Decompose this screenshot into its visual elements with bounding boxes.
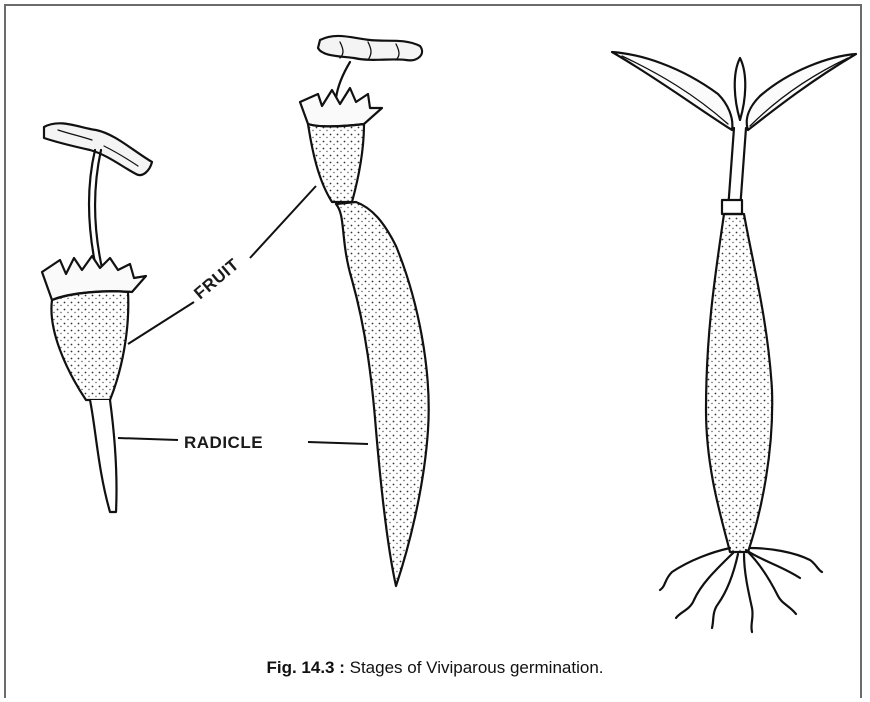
stage-3-terminal-bud xyxy=(735,58,746,120)
fruit-leader-to-stage-1 xyxy=(128,302,194,344)
figure-caption: Fig. 14.3 : Stages of Viviparous germina… xyxy=(0,658,870,678)
radicle-label: RADICLE xyxy=(184,433,263,452)
stage-2-fruit xyxy=(308,124,364,202)
stage-3-hypocotyl xyxy=(706,214,772,552)
fruit-leader-to-stage-2 xyxy=(250,186,316,258)
leader-lines xyxy=(118,186,368,444)
stage-2-radicle xyxy=(336,202,429,586)
fruit-label: FRUIT xyxy=(190,255,243,303)
stage-1-seedling xyxy=(42,123,152,512)
stage-3-roots xyxy=(660,548,822,632)
stage-2-calyx xyxy=(300,88,382,126)
stage-3-stem xyxy=(728,128,746,210)
stage-3-left-leaf xyxy=(612,52,732,130)
stage-1-radicle xyxy=(90,400,117,512)
stage-3-right-leaf xyxy=(747,54,856,130)
figure-number: Fig. 14.3 : xyxy=(266,658,344,677)
figure-caption-text: Stages of Viviparous germination. xyxy=(345,658,604,677)
stage-2-seedling xyxy=(300,36,429,586)
radicle-leader-to-stage-1 xyxy=(118,438,178,440)
stage-1-fruit xyxy=(51,291,128,400)
radicle-leader-to-stage-2 xyxy=(308,442,368,444)
stage-3-seedling xyxy=(612,52,856,632)
